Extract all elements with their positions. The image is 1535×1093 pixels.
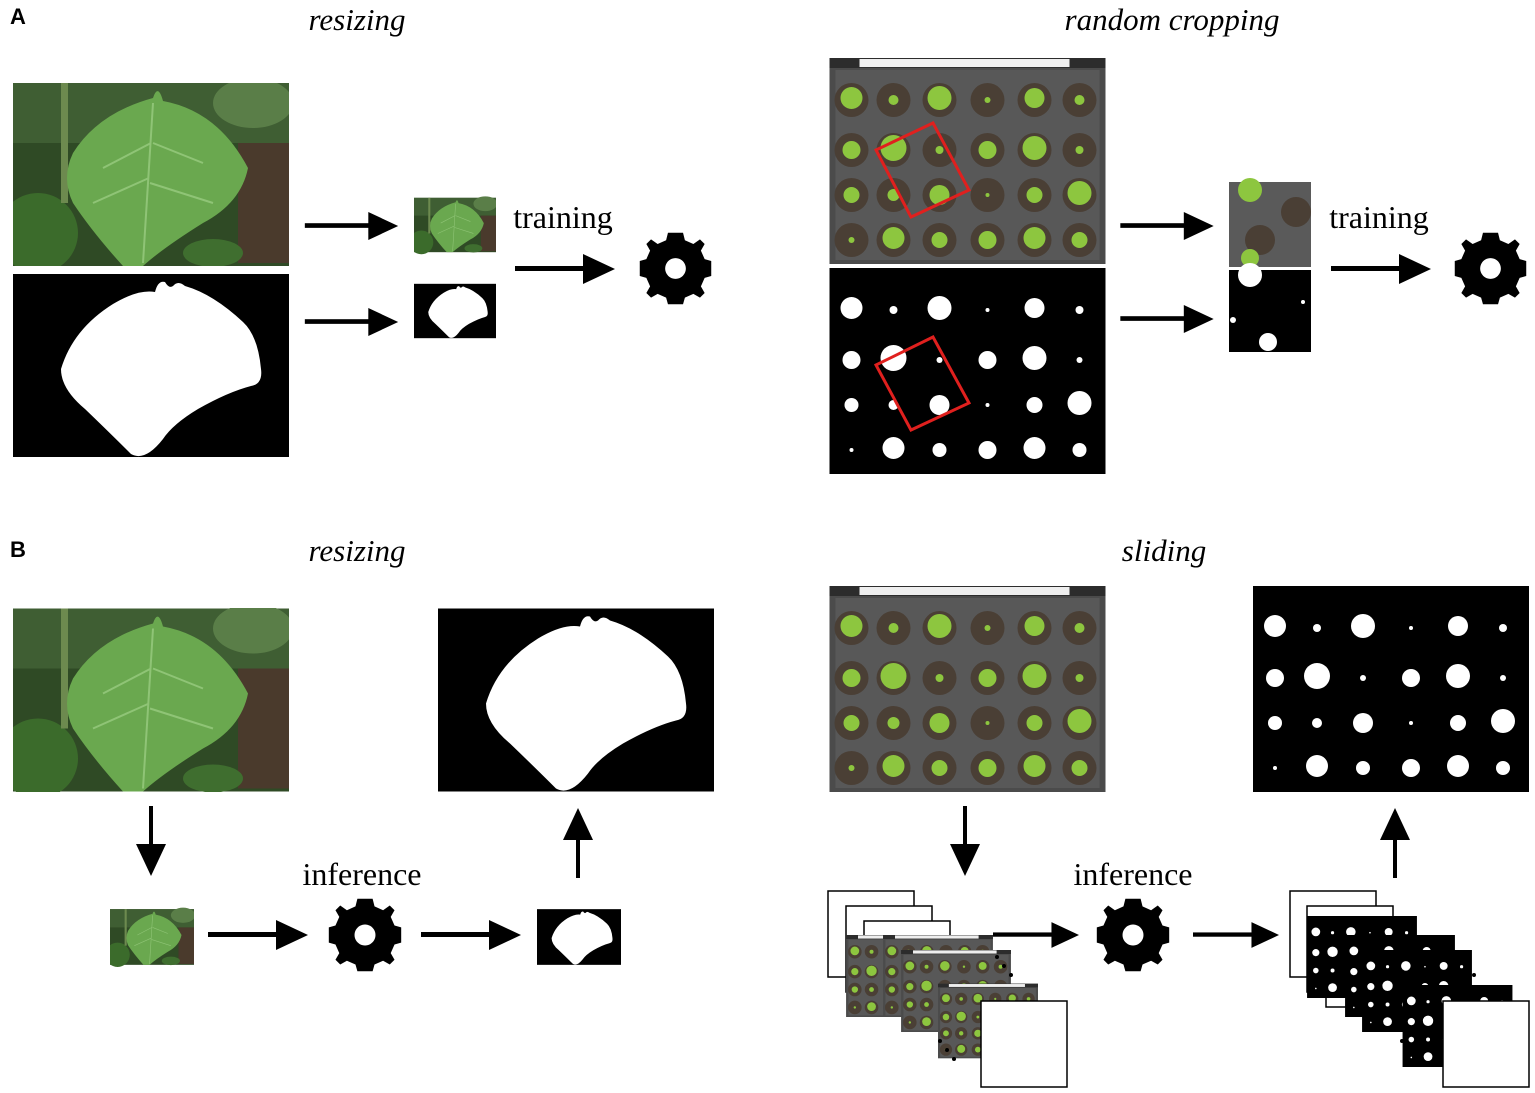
arrow-up-icon xyxy=(1380,808,1410,878)
arrow-right-icon xyxy=(208,920,308,950)
gear-icon xyxy=(328,898,402,972)
label-b-inference-right: inference xyxy=(1073,856,1193,892)
label-a-training-right: training xyxy=(1329,199,1429,235)
resized-leaf-photo xyxy=(414,195,496,255)
arrow-right-icon xyxy=(1120,305,1214,333)
ellipsis-icon xyxy=(1400,955,1476,1061)
leaf-photo xyxy=(13,83,289,266)
arrow-right-icon xyxy=(515,254,615,284)
arrow-right-icon xyxy=(421,920,521,950)
plant-tray-photo xyxy=(829,58,1106,264)
crop-box-photo xyxy=(873,121,972,219)
crop-box-mask xyxy=(873,335,972,432)
sliding-input-patches xyxy=(827,890,1068,1088)
arrow-right-icon xyxy=(1193,922,1279,948)
leaf-mask xyxy=(13,274,289,457)
predicted-resized-mask xyxy=(537,909,621,965)
arrow-right-icon xyxy=(993,922,1079,948)
heading-a-resizing: resizing xyxy=(308,2,406,37)
resized-leaf-photo xyxy=(110,907,194,968)
label-a-training-left: training xyxy=(513,199,613,235)
heading-b-sliding: sliding xyxy=(1121,533,1207,568)
arrow-down-icon xyxy=(950,806,980,876)
heading-a-random-cropping: random cropping xyxy=(1064,2,1280,37)
ellipsis-icon xyxy=(938,955,1013,1061)
arrow-right-icon xyxy=(304,308,399,336)
panel-label-a: A xyxy=(10,4,26,29)
leaf-photo xyxy=(13,608,289,792)
cropped-photo-patch xyxy=(1229,178,1311,267)
arrow-right-icon xyxy=(1120,212,1214,240)
arrow-up-icon xyxy=(563,808,593,878)
label-b-inference-left: inference xyxy=(302,856,422,892)
predicted-leaf-mask xyxy=(438,608,714,792)
cropped-mask-patch xyxy=(1229,263,1311,352)
predicted-tray-mask xyxy=(1253,586,1529,792)
gear-icon xyxy=(1096,898,1170,972)
resized-leaf-mask xyxy=(414,283,496,339)
sliding-output-patches xyxy=(1289,890,1530,1088)
plant-tray-photo xyxy=(829,586,1106,792)
arrow-right-icon xyxy=(304,212,399,240)
plant-tray-mask xyxy=(829,268,1106,474)
arrow-right-icon xyxy=(1331,254,1431,284)
panel-label-b: B xyxy=(10,537,26,562)
gear-icon xyxy=(639,232,712,305)
arrow-down-icon xyxy=(136,806,166,876)
gear-icon xyxy=(1454,232,1527,305)
heading-b-resizing: resizing xyxy=(308,533,406,568)
